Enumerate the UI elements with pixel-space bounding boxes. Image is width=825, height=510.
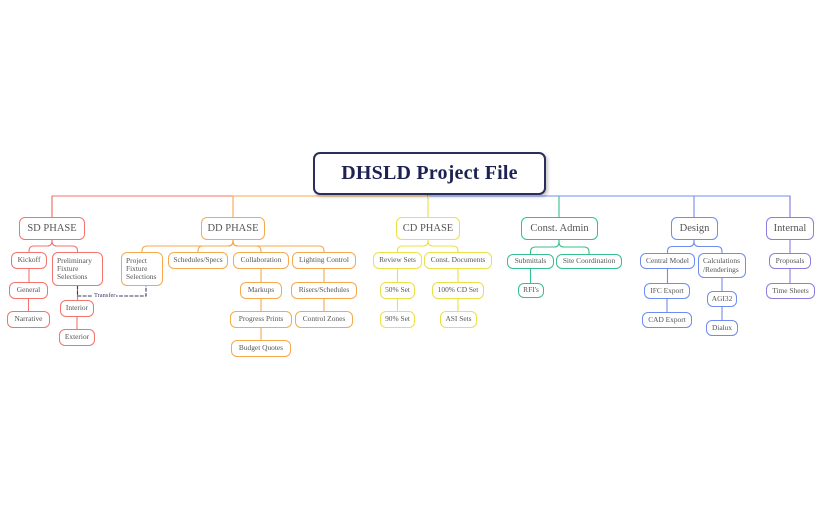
node-dd-lighting-control[interactable]: Lighting Control: [292, 252, 356, 269]
node-label: Preliminary Fixture Selections: [57, 255, 92, 282]
node-dd-collaboration[interactable]: Collaboration: [233, 252, 289, 269]
node-sd-narrative[interactable]: Narrative: [7, 311, 50, 328]
node-cd-90-set[interactable]: 90% Set: [380, 311, 415, 328]
branch-node-design[interactable]: Design: [671, 217, 718, 240]
node-sd-interior[interactable]: Interior: [60, 300, 94, 317]
transfer-link-label: Transfer: [93, 292, 117, 299]
branch-node-cd-phase[interactable]: CD PHASE: [396, 217, 460, 240]
node-sd-kickoff[interactable]: Kickoff: [11, 252, 47, 269]
branch-node-dd-phase[interactable]: DD PHASE: [201, 217, 265, 240]
node-dd-risers-schedules[interactable]: Risers/Schedules: [291, 282, 357, 299]
root-node[interactable]: DHSLD Project File: [313, 152, 546, 195]
node-dd-markups[interactable]: Markups: [240, 282, 282, 299]
node-cd-review-sets[interactable]: Review Sets: [373, 252, 422, 269]
node-cd-asi-sets[interactable]: ASI Sets: [440, 311, 477, 328]
node-dd-control-zones[interactable]: Control Zones: [295, 311, 353, 328]
node-cd-const-documents[interactable]: Const. Documents: [424, 252, 492, 269]
node-dd-schedules-specs[interactable]: Schedules/Specs: [168, 252, 228, 269]
node-design-calculations-renderings[interactable]: Calculations /Renderings: [698, 253, 746, 278]
node-label: Project Fixture Selections: [126, 255, 157, 282]
node-cd-100-cd-set[interactable]: 100% CD Set: [432, 282, 484, 299]
node-cd-50-set[interactable]: 50% Set: [380, 282, 415, 299]
node-dd-progress-prints[interactable]: Progress Prints: [230, 311, 292, 328]
node-design-dialux[interactable]: Dialux: [706, 320, 738, 336]
node-internal-time-sheets[interactable]: Time Sheets: [766, 283, 815, 299]
node-design-cad-export[interactable]: CAD Export: [642, 312, 692, 328]
node-sd-general[interactable]: General: [9, 282, 48, 299]
node-ca-site-coordination[interactable]: Site Coordination: [556, 254, 622, 269]
node-internal-proposals[interactable]: Proposals: [769, 253, 811, 269]
branch-node-internal[interactable]: Internal: [766, 217, 814, 240]
node-design-ifc-export[interactable]: IFC Export: [644, 283, 690, 299]
branch-node-sd-phase[interactable]: SD PHASE: [19, 217, 85, 240]
node-ca-rfis[interactable]: RFI's: [518, 283, 544, 298]
node-design-agi32[interactable]: AGI32: [707, 291, 737, 307]
node-ca-submittals[interactable]: Submittals: [507, 254, 554, 269]
node-design-central-model[interactable]: Central Model: [640, 253, 695, 269]
node-sd-preliminary-fixture-selections[interactable]: Preliminary Fixture Selections: [52, 252, 103, 286]
node-sd-exterior[interactable]: Exterior: [59, 329, 95, 346]
node-dd-budget-quotes[interactable]: Budget Quotes: [231, 340, 291, 357]
node-dd-project-fixture-selections[interactable]: Project Fixture Selections: [121, 252, 163, 286]
branch-node-const-admin[interactable]: Const. Admin: [521, 217, 598, 240]
node-label: Calculations /Renderings: [703, 256, 740, 274]
